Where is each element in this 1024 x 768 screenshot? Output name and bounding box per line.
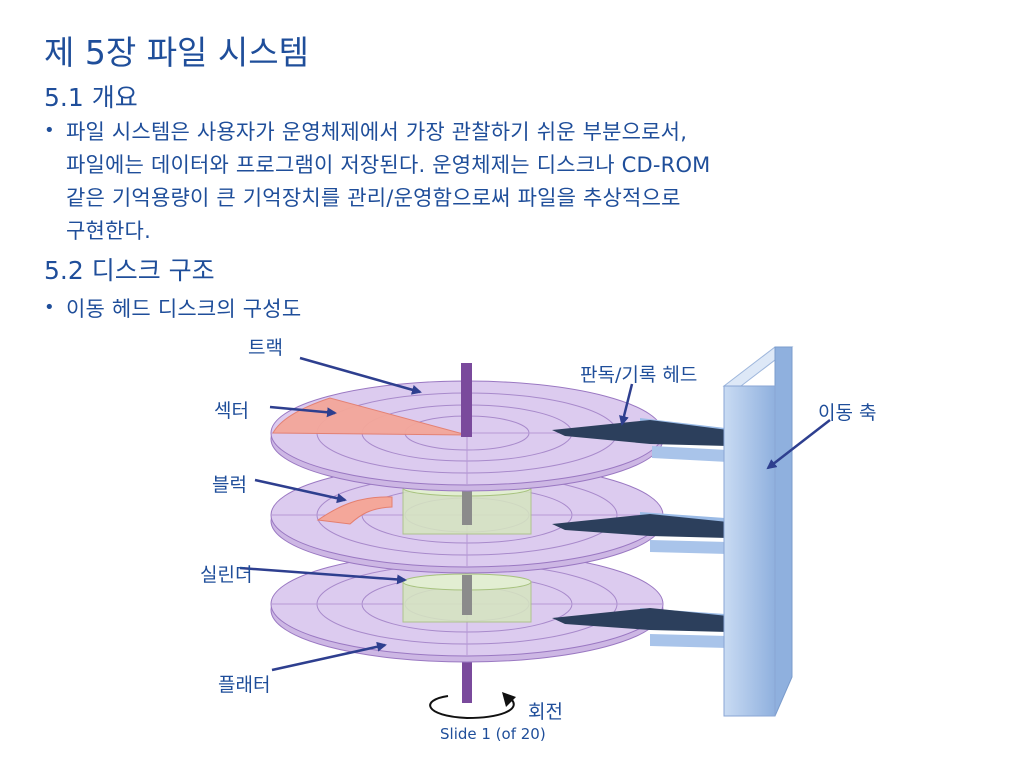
block-highlight (316, 496, 393, 525)
head-arrow (619, 383, 634, 426)
sector-label: 섹터 (214, 400, 249, 422)
moving-arm-bar (722, 346, 794, 717)
moving-arm-label: 이동 축 (818, 402, 877, 424)
overview-line-3: 같은 기억용량이 큰 기억장치를 관리/운영함으로써 파일을 추상적으로 (66, 186, 681, 210)
rotation-arrow (429, 695, 515, 720)
sector-arrow (269, 405, 337, 418)
block-arrow (254, 478, 347, 504)
moving-arm-arrow (766, 419, 831, 470)
head-arm-3 (552, 608, 728, 648)
platter-arrow (271, 641, 387, 672)
platter-label: 플래터 (218, 674, 271, 696)
overview-line-1: 파일 시스템은 사용자가 운영체제에서 가장 관찰하기 쉬운 부분으로서, (66, 120, 688, 144)
spindle-bottom (462, 655, 472, 703)
track-arrow (299, 356, 422, 395)
overview-line-2: 파일에는 데이터와 프로그램이 저장된다. 운영체제는 디스크나 CD-ROM (66, 153, 711, 177)
section-1-heading: 5.1 개요 (44, 83, 138, 112)
rw-head-label: 판독/기록 헤드 (580, 364, 698, 386)
overview-line-4: 구현한다. (66, 219, 151, 243)
bullet-dot: • (44, 120, 55, 141)
rotation-label: 회전 (528, 701, 563, 723)
slide-title: 제 5장 파일 시스템 (44, 33, 309, 72)
slide-footer: Slide 1 (of 20) (440, 725, 546, 743)
head-arm-1 (552, 418, 728, 462)
track-label: 트랙 (248, 337, 283, 359)
spindle-top (461, 363, 472, 437)
section-2-heading: 5.2 디스크 구조 (44, 256, 215, 285)
sector-highlight (272, 397, 468, 436)
head-arm-2 (552, 512, 728, 554)
bullet-dot: • (44, 297, 55, 318)
cylinder-label: 실린더 (200, 564, 253, 586)
disk-structure-bullet: 이동 헤드 디스크의 구성도 (66, 297, 302, 321)
cylinder-arrow (239, 566, 407, 585)
block-label: 블럭 (212, 474, 247, 496)
